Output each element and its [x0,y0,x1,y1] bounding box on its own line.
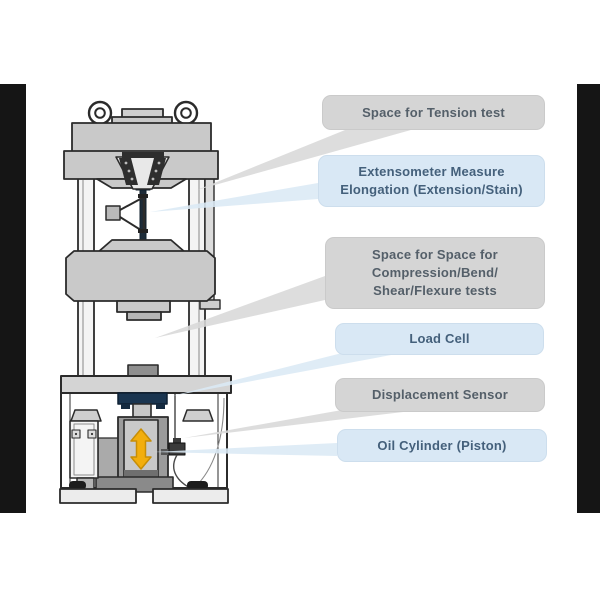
extensometer [105,194,148,233]
side-jack-cylinder [69,420,99,495]
callout-compression-line3: Shear/Flexure tests [373,283,497,298]
callout-displacement-sensor: Displacement Sensor [335,378,545,412]
leader-extensometer [150,183,318,212]
machine-base [59,481,229,504]
callout-extensometer-line1: Extensometer Measure [358,164,505,179]
leader-displacement [184,410,420,438]
leader-compression [155,276,325,338]
callout-tension-test: Space for Tension test [322,95,545,130]
callout-load-cell-label: Load Cell [409,331,470,346]
callout-compression-line2: Compression/Bend/ [371,265,499,280]
letterbox-bar-left [0,84,26,513]
leader-oil-cylinder [153,443,337,456]
callout-oil-cylinder: Oil Cylinder (Piston) [337,429,547,462]
callout-compression-line1: Space for Space for [372,247,498,262]
piston-stroke-arrow-icon [130,428,152,470]
callout-extensometer-line2: Elongation (Extension/Stain) [340,182,523,197]
callout-extensometer: Extensometer Measure Elongation (Extensi… [318,155,545,207]
upper-grip [115,152,170,190]
callout-tension-test-label: Space for Tension test [362,104,505,120]
work-table [60,375,232,394]
lower-crosshead [65,239,216,321]
callout-compression-space: Space for Space for Compression/Bend/ Sh… [325,237,545,309]
callout-leader-lines [150,128,420,456]
callout-oil-cylinder-label: Oil Cylinder (Piston) [377,437,507,453]
leader-load-cell [172,353,402,396]
leader-tension [197,128,418,190]
letterbox-bar-right [577,84,600,513]
callout-load-cell: Load Cell [335,323,544,355]
callout-displacement-sensor-label: Displacement Sensor [371,387,508,402]
